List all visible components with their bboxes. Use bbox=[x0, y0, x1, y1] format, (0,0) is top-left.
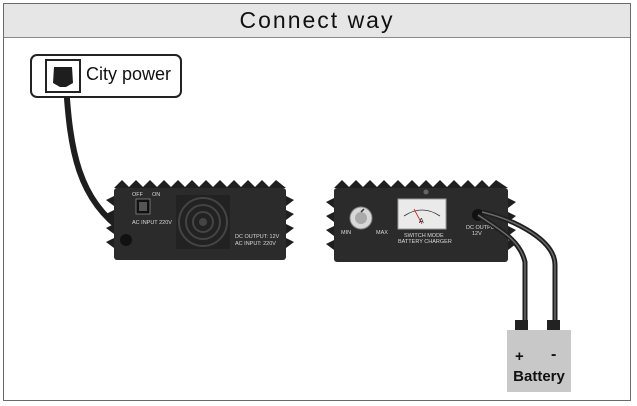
page-title: Connect way bbox=[239, 7, 395, 33]
charger-dc-output-label: DC OUTPUT bbox=[466, 225, 499, 231]
charger-unit: MIN MAX A SWITCH MODE BATTERY CHARGER DC… bbox=[326, 180, 516, 262]
charger-fins-top bbox=[334, 180, 508, 188]
inverter-unit: OFF ON AC INPUT 220V DC OUTPUT: 12V AC I… bbox=[106, 180, 294, 260]
inverter-fins-top bbox=[114, 180, 286, 188]
knob-min-label: MIN bbox=[341, 230, 351, 236]
knob-max-label: MAX bbox=[376, 230, 388, 236]
city-power-label: City power bbox=[86, 64, 172, 84]
battery-plus-label: + bbox=[515, 348, 524, 365]
battery-body bbox=[507, 330, 571, 392]
charger-title-2: BATTERY CHARGER bbox=[398, 239, 452, 245]
input-note: AC INPUT 220V bbox=[132, 220, 172, 226]
meter-unit: A bbox=[419, 218, 424, 225]
switch-on-label: ON bbox=[152, 192, 160, 198]
header-bar: Connect way bbox=[4, 4, 630, 38]
battery-terminal-positive bbox=[515, 320, 528, 330]
dc-output-label: DC OUTPUT: 12V bbox=[235, 234, 280, 240]
battery-minus-label: - bbox=[551, 346, 557, 363]
plug-icon bbox=[45, 59, 81, 93]
ac-input-label: AC INPUT: 220V bbox=[235, 241, 276, 247]
switch-off-label: OFF bbox=[132, 192, 144, 198]
charger-dc-output-voltage: 12V bbox=[472, 231, 482, 237]
battery bbox=[507, 320, 571, 392]
battery-label: Battery bbox=[513, 368, 565, 385]
inverter-fins-side bbox=[106, 196, 294, 248]
cable-gland bbox=[120, 234, 132, 246]
mains-cable bbox=[63, 81, 128, 235]
charger-title-1: SWITCH MODE bbox=[404, 233, 444, 239]
battery-terminal-negative bbox=[547, 320, 560, 330]
